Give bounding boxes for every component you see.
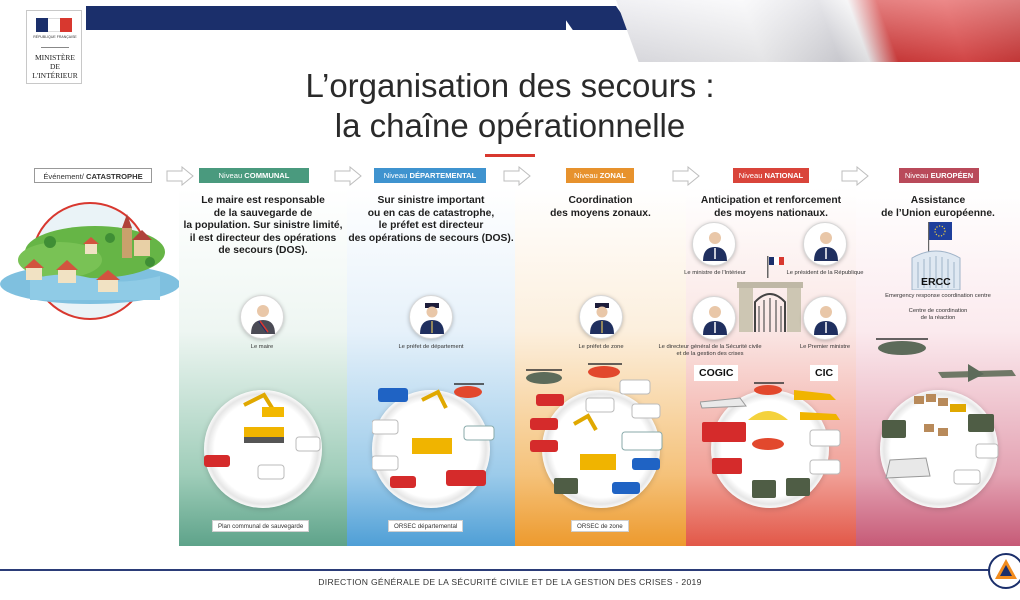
flow-arrow-icon	[672, 166, 700, 186]
ercc-description: Emergency response coordination centre	[885, 293, 991, 299]
departemental-vehicles-icon	[372, 383, 495, 488]
interior-minister-avatar-icon	[692, 222, 736, 266]
interior-minister-label: Le ministre de l'Intérieur	[684, 270, 746, 276]
flow-arrow-icon	[841, 166, 869, 186]
communal-description: Le maire est responsable de la sauvegard…	[183, 195, 343, 257]
logo-ministry-text: MINISTÈRE DE L'INTÉRIEUR	[32, 53, 78, 80]
step-label-departemental: Niveau DÉPARTEMENTAL	[374, 168, 486, 183]
prefect-department-avatar-icon	[409, 295, 453, 339]
header-flag-banner	[616, 0, 1020, 62]
step-label-national: Niveau NATIONAL	[733, 168, 809, 183]
departemental-description: Sur sinistre important ou en cas de cata…	[348, 195, 514, 244]
logo-flag-icon	[36, 18, 72, 32]
page-title-line-1: L’organisation des secours :	[305, 67, 715, 104]
ercc-label: ERCC	[921, 276, 951, 288]
page-title: L’organisation des secours : la chaîne o…	[0, 66, 1020, 146]
ercc-building-icon	[911, 222, 961, 290]
communal-plan-label: Plan communal de sauvegarde	[212, 520, 310, 532]
europe-vehicles-icon	[882, 394, 999, 485]
europe-description: Assistance de l’Union européenne.	[881, 195, 995, 219]
step-label-europeen: Niveau EUROPÉEN	[899, 168, 979, 183]
prefect-zone-label: Le préfet de zone	[578, 344, 624, 350]
step-label-event: Événement/ CATASTROPHE	[34, 168, 152, 183]
flood-disaster-illustration	[0, 202, 180, 320]
prefect-department-label: Le préfet de département	[398, 344, 464, 350]
cic-label: CIC	[810, 365, 839, 381]
header-tricolor-band	[86, 0, 1020, 62]
president-label: Le président de la République	[786, 270, 864, 276]
logo-republic-text: RÉPUBLIQUE FRANÇAISE	[33, 35, 77, 39]
communal-vehicles-icon	[204, 392, 321, 480]
elysee-palace-icon	[737, 256, 803, 332]
dgscgc-director-label: Le directeur général de la Sécurité civi…	[658, 344, 762, 357]
prime-minister-label: Le Premier ministre	[799, 344, 851, 350]
footer-divider	[0, 569, 990, 571]
prime-minister-avatar-icon	[803, 296, 847, 340]
national-description: Anticipation et renforcement des moyens …	[700, 195, 842, 219]
europe-aircraft-icon	[876, 338, 1016, 382]
cogic-label: COGIC	[694, 365, 739, 381]
flow-arrow-icon	[503, 166, 531, 186]
mayor-label: Le maire	[250, 344, 274, 350]
step-label-zonal: Niveau ZONAL	[566, 168, 634, 183]
title-underline	[485, 154, 535, 157]
flow-arrow-icon	[166, 166, 194, 186]
national-vehicles-icon	[700, 382, 841, 498]
logo-separator	[41, 47, 69, 48]
president-avatar-icon	[803, 222, 847, 266]
departemental-plan-label: ORSEC départemental	[388, 520, 464, 532]
page-title-line-2: la chaîne opérationnelle	[334, 107, 686, 144]
footer-text: DIRECTION GÉNÉRALE DE LA SÉCURITÉ CIVILE…	[318, 577, 702, 587]
civil-protection-logo-icon	[988, 553, 1020, 589]
mayor-avatar-icon	[240, 295, 284, 339]
step-label-communal: Niveau COMMUNAL	[199, 168, 309, 183]
header-navy-stripe	[86, 6, 566, 30]
ministry-logo: RÉPUBLIQUE FRANÇAISE MINISTÈRE DE L'INTÉ…	[26, 10, 82, 84]
zonal-plan-label: ORSEC de zone	[571, 520, 629, 532]
prefect-zone-avatar-icon	[579, 295, 623, 339]
dgscgc-director-avatar-icon	[692, 296, 736, 340]
zonal-vehicles-icon	[526, 363, 663, 494]
ercc-description-french: Centre de coordination de la réaction	[908, 308, 968, 321]
flow-arrow-icon	[334, 166, 362, 186]
zonal-description: Coordination des moyens zonaux.	[550, 195, 651, 219]
